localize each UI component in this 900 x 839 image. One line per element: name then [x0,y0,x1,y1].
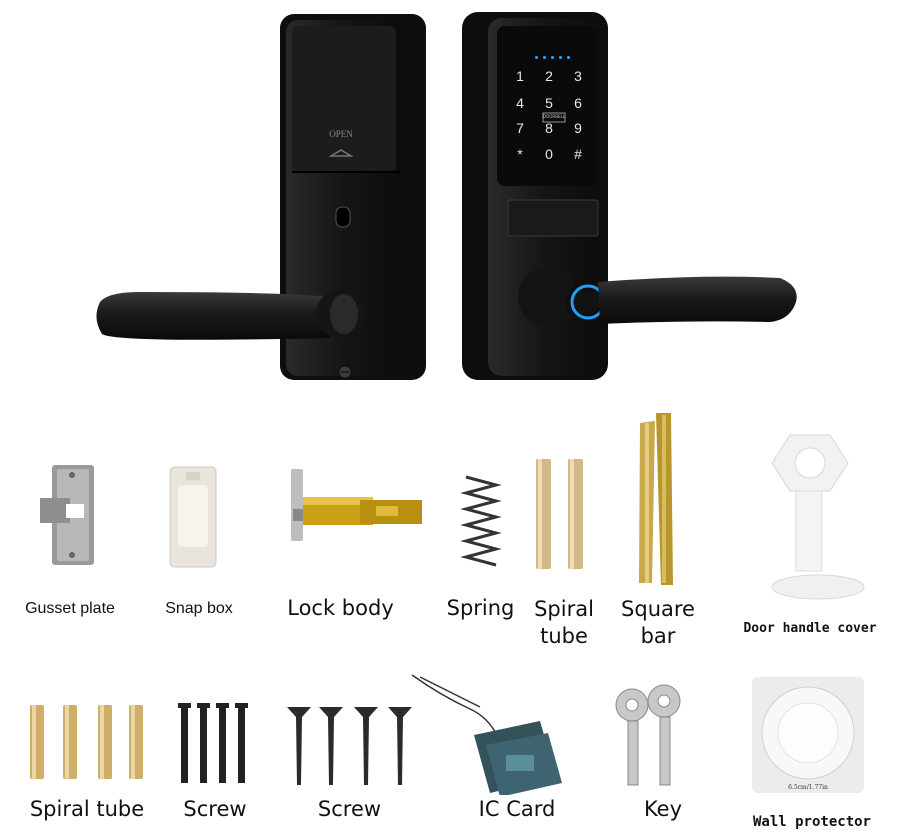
keypad-key-5[interactable]: 5 [545,95,553,111]
doorbell-badge-label: DOORBELL [543,114,565,119]
long-screw-label: Screw [183,797,247,821]
wall-protector-image [752,677,864,793]
snap-box-label: Snap box [165,600,233,617]
wall-protector-label: Wall protector [752,814,871,830]
keypad-key-9[interactable]: 9 [574,120,582,136]
keypad-key-6[interactable]: 6 [574,95,582,111]
spring-label: Spring [446,596,515,620]
keypad-key-4[interactable]: 4 [516,95,524,111]
keypad-key-8[interactable]: 8 [545,120,553,136]
spring-image [460,475,502,567]
key-label: Key [643,797,683,821]
keypad-key-star[interactable]: * [517,146,523,162]
keypad-key-hash[interactable]: # [574,146,582,162]
gusset-plate-label: Gusset plate [25,600,115,617]
spiral-tube-label: Spiral tube [534,597,594,648]
open-label: OPEN [329,129,353,139]
gusset-plate-image [40,465,94,565]
long-screw-image [178,703,248,783]
square-bar-image [639,413,673,585]
spiral-tube-set-label: Spiral tube [29,797,145,821]
keypad-key-3[interactable]: 3 [574,68,582,84]
wall-protector-size-label: 6.5cm/1.77in [788,784,828,791]
ic-card-label: IC Card [478,797,556,821]
keypad-key-2[interactable]: 2 [545,68,553,84]
smart-lock-illustration: OPEN [96,12,797,380]
snap-box-image [169,466,217,568]
accessories-row-2 [30,674,864,795]
wood-screw-label: Screw [317,797,382,821]
square-bar-label: Square bar [621,597,695,648]
ic-card-image [411,674,562,795]
keypad-key-7[interactable]: 7 [516,120,524,136]
keypad-key-0[interactable]: 0 [545,146,553,162]
lock-body-label: Lock body [287,596,394,620]
door-handle-cover-image [771,434,865,600]
lock-back-panel [280,14,426,380]
spiral-tube-image [536,459,583,569]
door-handle-cover-label: Door handle cover [743,621,877,636]
keypad-key-1[interactable]: 1 [516,68,524,84]
accessories-row-1 [40,413,865,600]
right-lever-handle [598,276,797,324]
doorbell-badge [542,112,566,123]
spiral-tube-set-image [30,705,143,779]
key-image [615,684,681,786]
lock-body-image [291,469,422,541]
lock-front-panel [462,12,608,380]
left-lever-handle [96,290,364,340]
wood-screw-image [287,707,412,785]
